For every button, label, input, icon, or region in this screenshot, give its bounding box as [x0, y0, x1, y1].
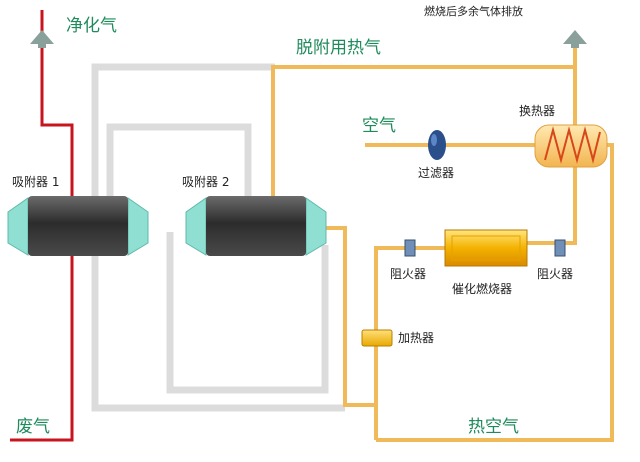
- heat-exchanger-label: 换热器: [519, 104, 556, 118]
- catalytic-combustor-label: 催化燃烧器: [452, 282, 513, 296]
- grey-pipes: [91, 63, 345, 412]
- adsorber-1-label: 吸附器 1: [12, 175, 60, 189]
- exhaust-vent-icon: [563, 30, 587, 44]
- waste-gas-label: 废气: [16, 417, 50, 437]
- grey-pipe-outer: [91, 63, 275, 215]
- filter-label: 过滤器: [418, 166, 455, 180]
- desorption-gas-pipe: [271, 45, 577, 228]
- grey-pipe-bottom-a: [166, 232, 329, 394]
- heater-label: 加热器: [398, 331, 435, 345]
- grey-pipe-bottom-b: [91, 255, 345, 412]
- filter-icon: [428, 130, 446, 160]
- flame-arrester-left-label: 阻火器: [390, 267, 427, 281]
- clean-gas-label: 净化气: [66, 16, 117, 36]
- waste-gas-pipe: [10, 10, 74, 442]
- heat-exchanger-down-pipe: [557, 165, 577, 245]
- flame-arrester-right-icon: [554, 239, 566, 257]
- heater-icon: [361, 329, 393, 347]
- flame-arrester-left-icon: [404, 239, 416, 257]
- catalytic-combustor-icon: [444, 229, 528, 267]
- hot-air-label: 热空气: [468, 417, 519, 437]
- adsorber-1-icon: [7, 196, 149, 256]
- hot-air-bottom-pipe: [376, 143, 614, 442]
- exhaust-label: 燃烧后多余气体排放: [424, 5, 523, 18]
- adsorber-2-label: 吸附器 2: [182, 175, 230, 189]
- adsorber-2-icon: [185, 196, 327, 256]
- clean-gas-vent-icon: [30, 30, 54, 44]
- heat-exchanger-icon: [534, 124, 608, 168]
- exhaust-vent-stem-icon: [571, 42, 579, 48]
- catalyst-inlet-pipe: [374, 246, 445, 440]
- clean-gas-vent-stem-icon: [38, 42, 46, 48]
- flame-arrester-right-label: 阻火器: [537, 267, 574, 281]
- desorption-gas-label: 脱附用热气: [296, 38, 381, 58]
- air-label: 空气: [362, 116, 396, 136]
- grey-pipe-inner: [106, 123, 252, 215]
